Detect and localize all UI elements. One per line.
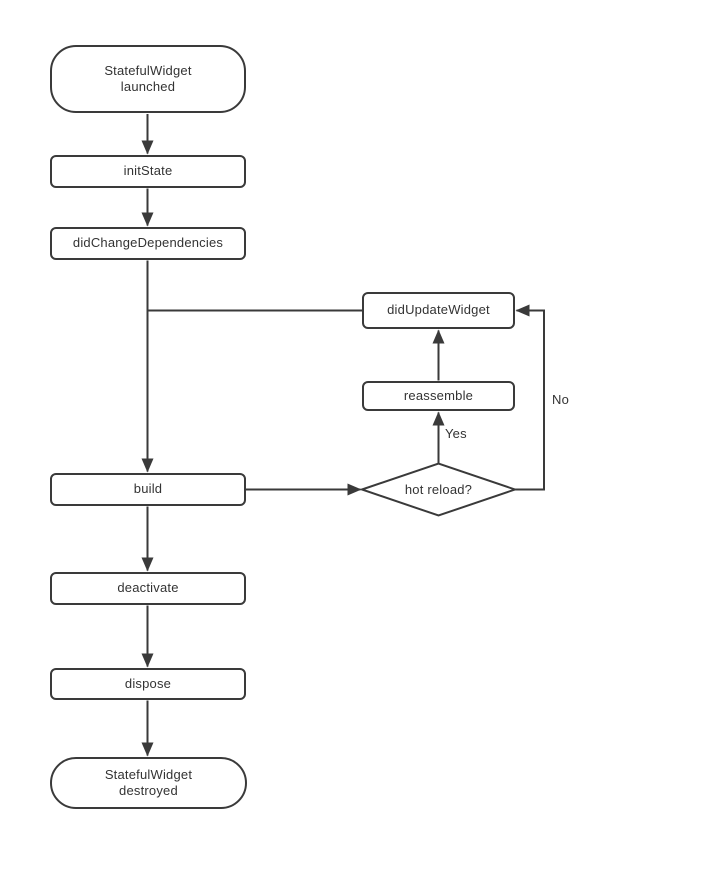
edge-label-yes: Yes: [444, 426, 468, 441]
node-start: StatefulWidget launched: [50, 45, 246, 113]
node-build: build: [50, 473, 246, 506]
node-hot-reload-decision-shape: [358, 462, 519, 517]
node-didupdatewidget: didUpdateWidget: [362, 292, 515, 329]
node-end-label: StatefulWidget destroyed: [104, 766, 193, 798]
node-reassemble: reassemble: [362, 381, 515, 411]
node-deactivate-label: deactivate: [117, 580, 179, 596]
node-start-label: StatefulWidget launched: [104, 62, 192, 94]
node-didchangedependencies: didChangeDependencies: [50, 227, 246, 260]
node-dispose-label: dispose: [124, 675, 172, 691]
node-build-label: build: [133, 481, 163, 497]
node-reassemble-label: reassemble: [403, 387, 474, 403]
node-dispose: dispose: [50, 668, 246, 700]
node-end: StatefulWidget destroyed: [50, 757, 247, 809]
edge-label-no: No: [551, 392, 571, 407]
node-hot-reload-label: hot reload?: [404, 482, 473, 497]
edge-hotreload-no-to-didupdatewidget: [514, 304, 545, 491]
node-didchangedependencies-label: didChangeDependencies: [72, 235, 224, 251]
node-didupdatewidget-label: didUpdateWidget: [387, 302, 490, 318]
node-deactivate: deactivate: [50, 572, 246, 605]
node-initstate: initState: [50, 155, 246, 188]
node-initstate-label: initState: [123, 163, 173, 179]
